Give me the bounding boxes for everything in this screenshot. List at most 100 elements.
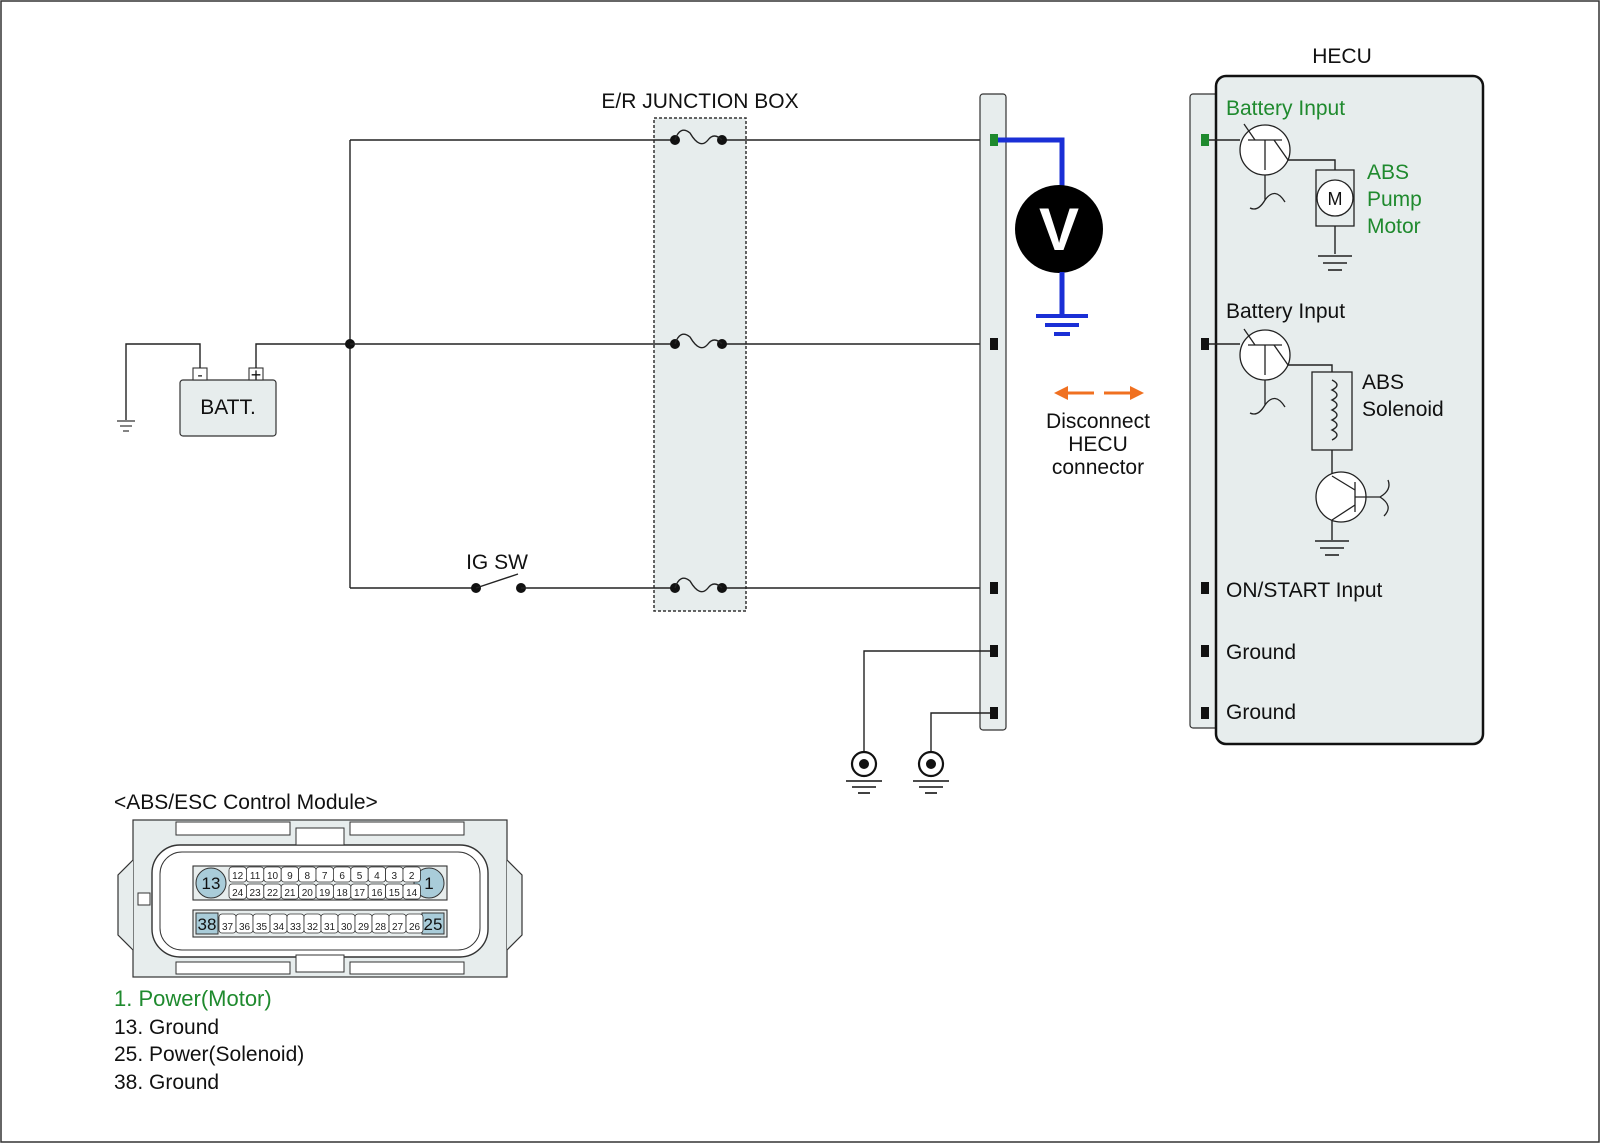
hecu-battery-input-1: Battery Input: [1226, 97, 1345, 120]
disconnect-label-line3: connector: [1052, 456, 1144, 479]
hecu-pin-battery-solenoid: [1201, 338, 1209, 350]
pin-33-label: 33: [290, 922, 302, 933]
pump-motor-letter: M: [1328, 189, 1343, 209]
pin-6-label: 6: [339, 871, 345, 882]
harness-pin-ig: [990, 582, 998, 594]
pin-35-label: 35: [256, 922, 268, 933]
abs-pump-label-line1: ABS: [1367, 161, 1409, 184]
battery: - + BATT.: [179, 365, 277, 437]
pin-26: [405, 913, 424, 934]
harness-pin-ground-1: [990, 645, 998, 657]
solenoid-low-transistor: [1315, 471, 1390, 523]
battery-pos-wire: [255, 343, 350, 368]
pin-8-label: 8: [305, 871, 311, 882]
hecu-pin-battery-motor: [1201, 134, 1209, 146]
pin-30-label: 30: [341, 922, 353, 933]
pin-9-label: 9: [287, 871, 293, 882]
legend-item-3: 25. Power(Solenoid): [114, 1043, 304, 1066]
pin-24-label: 24: [232, 888, 244, 899]
pin-36-label: 36: [239, 922, 251, 933]
pin-20-label: 20: [302, 888, 314, 899]
pin-1-label: 1: [424, 874, 433, 893]
pin-16-label: 16: [371, 888, 383, 899]
hecu-on-start-input: ON/START Input: [1226, 579, 1383, 602]
solenoid-ground-symbol: [1315, 540, 1349, 556]
ground-point-1: [846, 750, 882, 794]
pin-1: [413, 867, 445, 899]
solenoid-high-transistor: [1239, 328, 1291, 415]
pin-2: [402, 866, 421, 883]
pin-4-label: 4: [374, 871, 380, 882]
pin-38: [195, 912, 219, 935]
pump-ground-symbol: [1318, 255, 1352, 271]
battery-neg-wire: [125, 343, 201, 420]
solenoid-coil-wire: [1288, 364, 1333, 372]
pin-34-label: 34: [273, 922, 285, 933]
hecu-pin-ground-2: [1201, 707, 1209, 719]
battery-pos-sign: +: [251, 365, 262, 385]
ig-switch-label: IG SW: [466, 551, 528, 574]
junction-box: [653, 117, 747, 612]
pin-19-label: 19: [319, 888, 331, 899]
pin-31-label: 31: [324, 922, 336, 933]
pin-25-label: 25: [424, 915, 443, 934]
legend-item-1: 1. Power(Motor): [114, 986, 272, 1011]
pin-23-label: 23: [250, 888, 262, 899]
pin-3-label: 3: [392, 871, 398, 882]
pin-17-label: 17: [354, 888, 366, 899]
pin-29-label: 29: [358, 922, 370, 933]
pin-14: [402, 883, 421, 900]
pin-32-label: 32: [307, 922, 319, 933]
pin-5-label: 5: [357, 871, 363, 882]
ground-point-2: [913, 750, 949, 794]
voltmeter-label: V: [1039, 196, 1079, 263]
pin-13: [195, 867, 227, 899]
pin-10-label: 10: [267, 871, 279, 882]
pin-13-label: 13: [202, 874, 221, 893]
hecu-battery-input-2: Battery Input: [1226, 300, 1345, 323]
harness-pin-battery-motor: [990, 134, 998, 146]
pin-15-label: 15: [389, 888, 401, 899]
hecu-pin-ground-1: [1201, 645, 1209, 657]
ground-wire-1: [863, 650, 990, 752]
pin-26-label: 26: [409, 922, 421, 933]
disconnect-arrows: [1054, 386, 1144, 400]
pin-14-label: 14: [406, 888, 418, 899]
hecu-connector-strip: [1189, 93, 1219, 729]
pin-21-label: 21: [284, 888, 296, 899]
pump-motor-wire: [1288, 159, 1336, 170]
hecu-ground-1: Ground: [1226, 641, 1296, 664]
abs-pump-label-line3: Motor: [1367, 215, 1421, 238]
junction-box-label: E/R JUNCTION BOX: [601, 90, 798, 113]
pin-7-label: 7: [322, 871, 328, 882]
hecu-ground-2: Ground: [1226, 701, 1296, 724]
solenoid-housing: [1311, 371, 1353, 451]
harness-connector: [979, 93, 1007, 731]
hecu-pin-on-start: [1201, 582, 1209, 594]
battery-neg-sign: -: [197, 367, 202, 384]
abs-pump-label-line2: Pump: [1367, 188, 1422, 211]
pump-transistor: [1239, 123, 1291, 210]
pin-12-label: 12: [232, 871, 244, 882]
fuse-3: [670, 577, 727, 593]
harness-pin-battery-solenoid: [990, 338, 998, 350]
disconnect-label-line1: Disconnect: [1046, 410, 1150, 433]
pin-28-label: 28: [375, 922, 387, 933]
pin-18-label: 18: [337, 888, 349, 899]
fuse-1: [670, 129, 727, 145]
solenoid-coil: [1330, 379, 1338, 441]
abs-solenoid-label-line2: Solenoid: [1362, 398, 1444, 421]
battery-label: BATT.: [200, 396, 256, 419]
harness-pin-ground-2: [990, 707, 998, 719]
abs-solenoid-label-line1: ABS: [1362, 371, 1404, 394]
pin-2-label: 2: [409, 871, 415, 882]
pin-27-label: 27: [392, 922, 404, 933]
pin-22-label: 22: [267, 888, 279, 899]
pin-38-label: 38: [198, 915, 217, 934]
ground-wire-2: [930, 712, 990, 752]
disconnect-label-line2: HECU: [1068, 433, 1128, 456]
pin-37-label: 37: [222, 922, 234, 933]
legend-item-4: 38. Ground: [114, 1071, 219, 1094]
fuse-2: [670, 333, 727, 349]
